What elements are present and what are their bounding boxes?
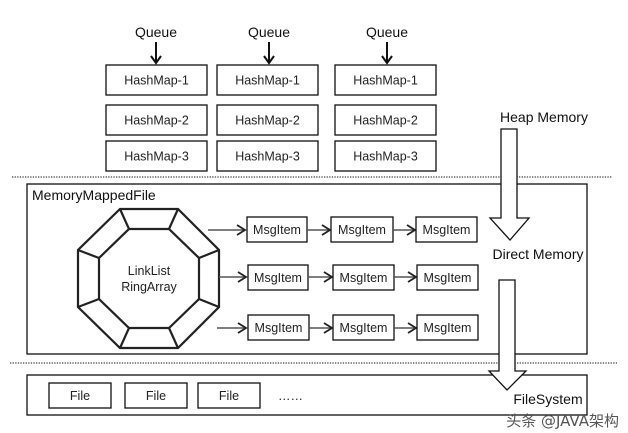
arrow-head-icon: [323, 322, 334, 334]
ring-label-line1: LinkList: [128, 264, 171, 278]
ring-segment: [198, 297, 220, 309]
hashmap-box: [105, 140, 208, 172]
down-arrow-head-icon: [263, 55, 275, 65]
hashmap-label: HashMap-1: [353, 74, 418, 88]
file-box: [197, 382, 261, 409]
msg-item-label: MsgItem: [340, 321, 388, 335]
hashmap-box: [105, 64, 208, 96]
msg-item-label: MsgItem: [254, 271, 302, 285]
down-arrow-head-icon: [381, 55, 393, 65]
filesystem-region: File File File …… FileSystem: [26, 374, 588, 416]
msg-item-label: MsgItem: [423, 223, 471, 237]
hashmap-box: [216, 104, 319, 136]
ring-label-line2: RingArray: [121, 280, 177, 294]
arrow-head-icon: [237, 322, 248, 334]
queue-label: Queue: [135, 24, 177, 40]
ring-segment: [118, 208, 131, 230]
msg-item-box: [416, 264, 479, 291]
ring-inner: [97, 227, 201, 330]
msg-row-2: MsgItem MsgItem MsgItem: [219, 264, 479, 291]
file-box: [124, 382, 188, 409]
ring-segment: [198, 248, 220, 260]
msg-item-label: MsgItem: [424, 271, 472, 285]
hashmap-box: [334, 64, 437, 96]
hashmap-label: HashMap-3: [124, 150, 189, 164]
hashmap-label: HashMap-1: [124, 74, 189, 88]
ring-segment: [167, 327, 180, 349]
more-files-ellipsis: ……: [278, 389, 303, 403]
hashmap-box: [334, 140, 437, 172]
msg-item-label: MsgItem: [255, 321, 303, 335]
msg-item-label: MsgItem: [253, 223, 301, 237]
file-label: File: [219, 389, 239, 403]
ring-segment: [167, 208, 180, 230]
msg-item-label: MsgItem: [424, 321, 472, 335]
hashmap-label: HashMap-2: [353, 114, 418, 128]
queue-column-2: Queue HashMap-1 HashMap-2 HashMap-3: [216, 24, 319, 172]
arrow-head-icon: [406, 224, 417, 236]
arrow-head-icon: [323, 271, 334, 283]
watermark: 头条 @JAVA架构: [506, 412, 619, 430]
hashmap-box: [216, 64, 319, 96]
queue-column-3: Queue HashMap-1 HashMap-2 HashMap-3: [334, 24, 437, 172]
arrow-head-icon: [407, 322, 418, 334]
msg-item-label: MsgItem: [340, 271, 388, 285]
file-box: [48, 382, 112, 409]
msg-item-box: [332, 264, 395, 291]
hashmap-box: [216, 140, 319, 172]
direct-memory-region: MemoryMappedFile LinkList RingArray MsgI…: [26, 183, 588, 355]
hashmap-box: [105, 104, 208, 136]
filesystem-container: [26, 374, 588, 416]
queue-column-1: Queue HashMap-1 HashMap-2 HashMap-3: [105, 24, 208, 172]
hashmap-label: HashMap-3: [235, 150, 300, 164]
msg-item-box: [246, 216, 308, 243]
hashmap-label: HashMap-1: [235, 74, 300, 88]
msg-row-3: MsgItem MsgItem MsgItem: [217, 314, 479, 341]
heap-memory-label: Heap Memory: [500, 109, 588, 125]
arrow-head-icon: [237, 271, 248, 283]
hashmap-label: HashMap-2: [235, 114, 300, 128]
filesystem-label: FileSystem: [513, 391, 582, 407]
msg-item-box: [416, 314, 479, 341]
queue-label: Queue: [366, 24, 408, 40]
file-label: File: [146, 389, 166, 403]
ring-segment: [77, 297, 100, 309]
msg-item-box: [415, 216, 478, 243]
memory-mapped-file-label: MemoryMappedFile: [32, 187, 156, 203]
hashmap-label: HashMap-2: [124, 114, 189, 128]
heap-to-direct-arrow-icon: [488, 128, 531, 241]
arrow-head-icon: [321, 224, 332, 236]
msg-item-box: [332, 314, 395, 341]
file-label: File: [70, 389, 90, 403]
msg-item-box: [247, 314, 310, 341]
arrow-head-icon: [407, 271, 418, 283]
direct-memory-label: Direct Memory: [492, 246, 583, 262]
msg-item-box: [330, 216, 394, 243]
heap-memory-region: Queue HashMap-1 HashMap-2 HashMap-3 Queu…: [105, 24, 588, 172]
queue-label: Queue: [248, 24, 290, 40]
arrow-head-icon: [236, 224, 247, 236]
hashmap-label: HashMap-3: [353, 150, 418, 164]
direct-to-filesystem-arrow-icon: [487, 279, 528, 391]
msg-row-1: MsgItem MsgItem MsgItem: [208, 216, 478, 243]
ring-segment: [77, 248, 100, 260]
down-arrow-head-icon: [150, 55, 162, 65]
ring-segment: [118, 327, 131, 349]
ring-array-octagon: LinkList RingArray: [76, 207, 221, 350]
msg-item-box: [247, 264, 309, 291]
hashmap-box: [334, 104, 437, 136]
msg-item-label: MsgItem: [338, 223, 386, 237]
